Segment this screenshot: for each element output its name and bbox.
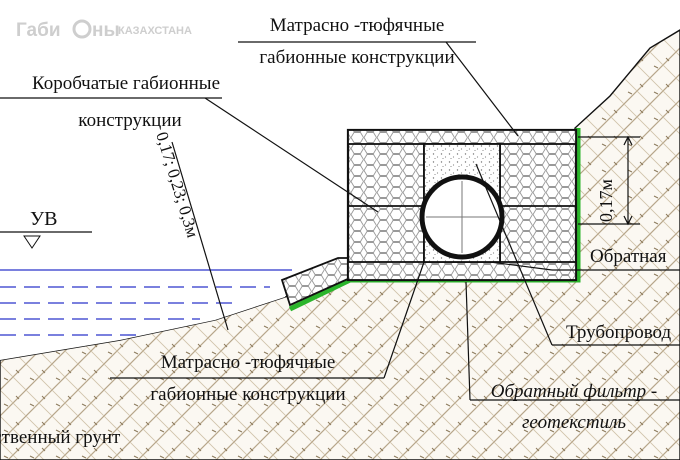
right-thickness-label: 0,17м	[596, 179, 616, 222]
slope-dimension-line	[171, 141, 229, 331]
box-gabion-label-line2: конструкции	[78, 110, 181, 131]
top-mattress-label-line2: габионные конструкции	[259, 47, 454, 68]
water-level-marker: УВ	[0, 208, 92, 249]
reverse-filter-label-line2: геотекстиль	[522, 412, 626, 433]
reverse-filter-right-label: Обратная	[590, 246, 667, 267]
box-gabion-label-line1: Коробчатые габионные	[32, 73, 220, 94]
ground-label: Естественный грунт	[0, 427, 121, 448]
logo-main: Габи	[16, 20, 61, 41]
right-dimension	[578, 135, 640, 226]
bottom-mattress-label-line1: Матрасно -тюфячные	[161, 352, 336, 373]
top-mattress-label-line1: Матрасно -тюфячные	[270, 15, 445, 36]
water-lines	[0, 269, 292, 336]
leader-lines	[0, 41, 680, 401]
pipeline-label: Трубопровод	[566, 322, 672, 343]
slope-thickness-label: 0,17; 0,23; 0,3м	[152, 130, 202, 240]
pipe-icon	[419, 174, 505, 260]
logo-tail: ны	[92, 20, 120, 41]
logo-o-icon	[72, 19, 92, 39]
water-body	[0, 270, 292, 360]
watermark-logo: Габи ны КАЗАХСТАНА	[16, 19, 192, 41]
logo-sub: КАЗАХСТАНА	[118, 25, 192, 37]
reverse-filter-label-line1: Обратный фильтр -	[491, 381, 658, 402]
bottom-mattress-label-line2: габионные конструкции	[150, 384, 345, 405]
water-level-label: УВ	[30, 208, 58, 230]
